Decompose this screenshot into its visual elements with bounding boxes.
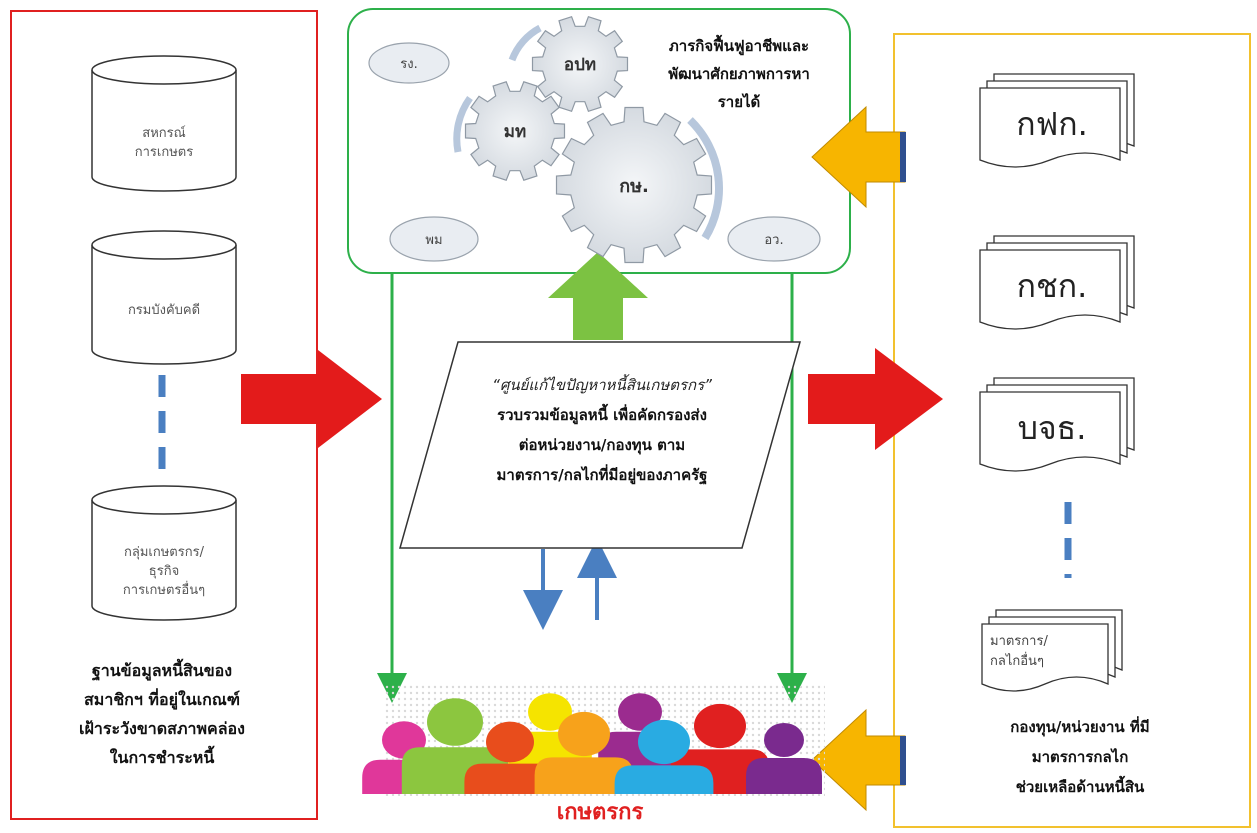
- left-panel-caption: ฐานข้อมูลหนี้สินของ สมาชิกฯ ที่อยู่ในเกณ…: [22, 656, 302, 772]
- right-panel-caption: กองทุน/หน่วยงาน ที่มี มาตรการกลไก ช่วยเห…: [930, 712, 1230, 802]
- green-up-arrow: [548, 252, 648, 340]
- caption-line: มาตรการกลไก: [1031, 748, 1129, 766]
- database-cylinder-1: [91, 55, 237, 192]
- doc-label-line: กลไกอื่นๆ: [990, 654, 1044, 669]
- database-label-line: การเกษตรอื่นๆ: [122, 582, 206, 598]
- gear-mt: [464, 81, 566, 181]
- document-stack-kfk: [979, 73, 1135, 168]
- caption-line: สมาชิกฯ ที่อยู่ในเกณฑ์: [84, 690, 240, 709]
- database-label-line: สหกรณ์: [142, 126, 186, 141]
- caption-line: เฝ้าระวังขาดสภาพคล่อง: [79, 719, 245, 738]
- caption-line: รายได้: [717, 93, 761, 111]
- database-label-line: ธุรกิจ: [148, 563, 180, 579]
- database-label-coop: สหกรณ์ การเกษตร: [98, 117, 230, 169]
- doc-label-other: มาตรการ/ กลไกอื่นๆ: [990, 632, 1110, 672]
- oval-pm: [389, 216, 479, 262]
- caption-line: ฐานข้อมูลหนี้สินของ: [91, 661, 233, 680]
- gear-ks: [555, 106, 713, 264]
- orange-arrow-bottom: [811, 708, 906, 812]
- database-cylinder-3: [91, 485, 237, 621]
- orange-arrow-top: [811, 105, 906, 209]
- oval-aw: [727, 216, 821, 262]
- debt-center-parallelogram: [399, 341, 801, 549]
- gear-opt: [531, 15, 629, 113]
- doc-label-bjt: บจธ.: [1017, 408, 1087, 447]
- gear-label-opt: อปท: [563, 54, 597, 75]
- database-label-groups: กลุ่มเกษตรกร/ ธุรกิจ การเกษตรอื่นๆ: [98, 538, 230, 604]
- caption-line: กองทุน/หน่วยงาน ที่มี: [1010, 718, 1150, 736]
- caption-line: ช่วยเหลือด้านหนี้สิน: [1015, 778, 1145, 796]
- doc-label-line: มาตรการ/: [990, 634, 1048, 649]
- database-label-line: กลุ่มเกษตรกร/: [124, 544, 204, 560]
- center-line: ต่อหน่วยงาน/กองทุน ตาม: [518, 436, 686, 454]
- gear-label-mt: มท: [503, 121, 527, 142]
- database-cylinder-2: [91, 230, 237, 365]
- oval-label-rong: รง.: [400, 56, 418, 72]
- farmer-figure: [746, 723, 822, 794]
- center-line: มาตรการ/กลไกที่มีอยู่ของภาครัฐ: [496, 466, 708, 484]
- oval-label-pm: พม: [425, 232, 443, 248]
- center-line: รวบรวมข้อมูลหนี้ เพื่อคัดกรองส่ง: [497, 406, 707, 424]
- doc-label-kfk: กฟก.: [1016, 104, 1088, 143]
- document-stack-other: [981, 609, 1123, 692]
- caption-line: พัฒนาศักยภาพการหา: [668, 65, 810, 83]
- farmer-figure: [614, 719, 714, 794]
- center-title: “ศูนย์แก้ไขปัญหาหนี้สินเกษตรกร”: [492, 376, 712, 394]
- farmer-figure: [534, 711, 634, 794]
- farmer-figure: [464, 721, 556, 794]
- caption-line: ในการชำระหนี้: [109, 748, 215, 767]
- database-label-line: กรมบังคับคดี: [127, 302, 201, 318]
- red-arrow-right: [808, 348, 943, 450]
- oval-label-aw: อว.: [764, 232, 784, 248]
- caption-line: ภารกิจฟื้นฟูอาชีพและ: [668, 37, 810, 55]
- center-text: “ศูนย์แก้ไขปัญหาหนี้สินเกษตรกร” รวบรวมข้…: [432, 370, 772, 490]
- farmers-label: เกษตรกร: [556, 799, 644, 825]
- gear-label-ks: กษ.: [619, 175, 649, 197]
- document-stack-bjt: [979, 377, 1135, 472]
- document-stack-kchk: [979, 235, 1135, 330]
- oval-rong: [368, 42, 450, 84]
- top-panel-caption: ภารกิจฟื้นฟูอาชีพและ พัฒนาศักยภาพการหา ร…: [636, 32, 842, 116]
- database-label-enforcement: กรมบังคับคดี: [98, 290, 230, 330]
- database-label-line: การเกษตร: [134, 145, 194, 160]
- doc-label-kchk: กชก.: [1016, 266, 1088, 305]
- red-arrow-left: [241, 350, 382, 448]
